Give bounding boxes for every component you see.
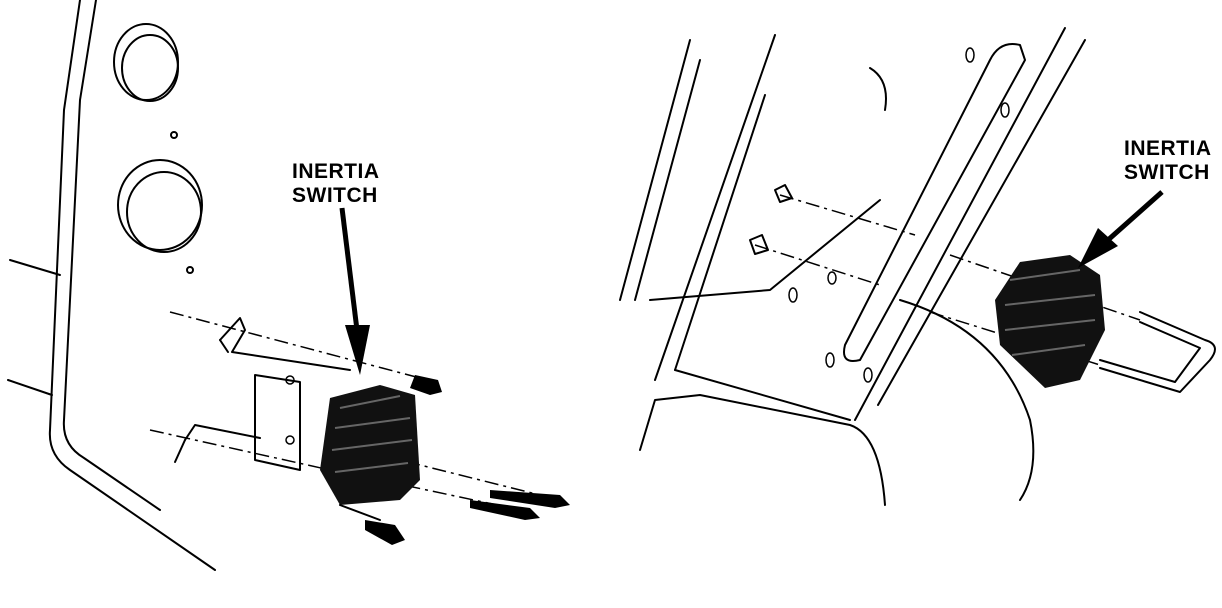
right-callout-line2: SWITCH [1124, 161, 1210, 184]
right-lower-body [639, 199, 1035, 506]
right-callout-label: INERTIA SWITCH [1124, 137, 1212, 185]
left-callout-arrow [339, 207, 370, 375]
right-fasteners [749, 184, 793, 255]
left-figure [7, 0, 570, 571]
left-callout-line2: SWITCH [292, 184, 378, 207]
right-inertia-switch-body [995, 255, 1105, 388]
screws [365, 375, 570, 545]
right-centerlines [754, 194, 1141, 366]
pillar-holes [788, 47, 1010, 383]
strap-bracket [1099, 311, 1216, 393]
right-callout-arrow [1078, 190, 1164, 268]
right-callout-line1: INERTIA [1124, 137, 1212, 160]
right-pillar [619, 27, 1086, 421]
left-callout-line1: INERTIA [292, 160, 380, 183]
panel-holes [113, 23, 203, 274]
left-panel [7, 0, 216, 571]
left-callout-label: INERTIA SWITCH [292, 160, 380, 208]
mounting-bracket [174, 317, 351, 471]
inertia-switch-body [320, 385, 420, 521]
